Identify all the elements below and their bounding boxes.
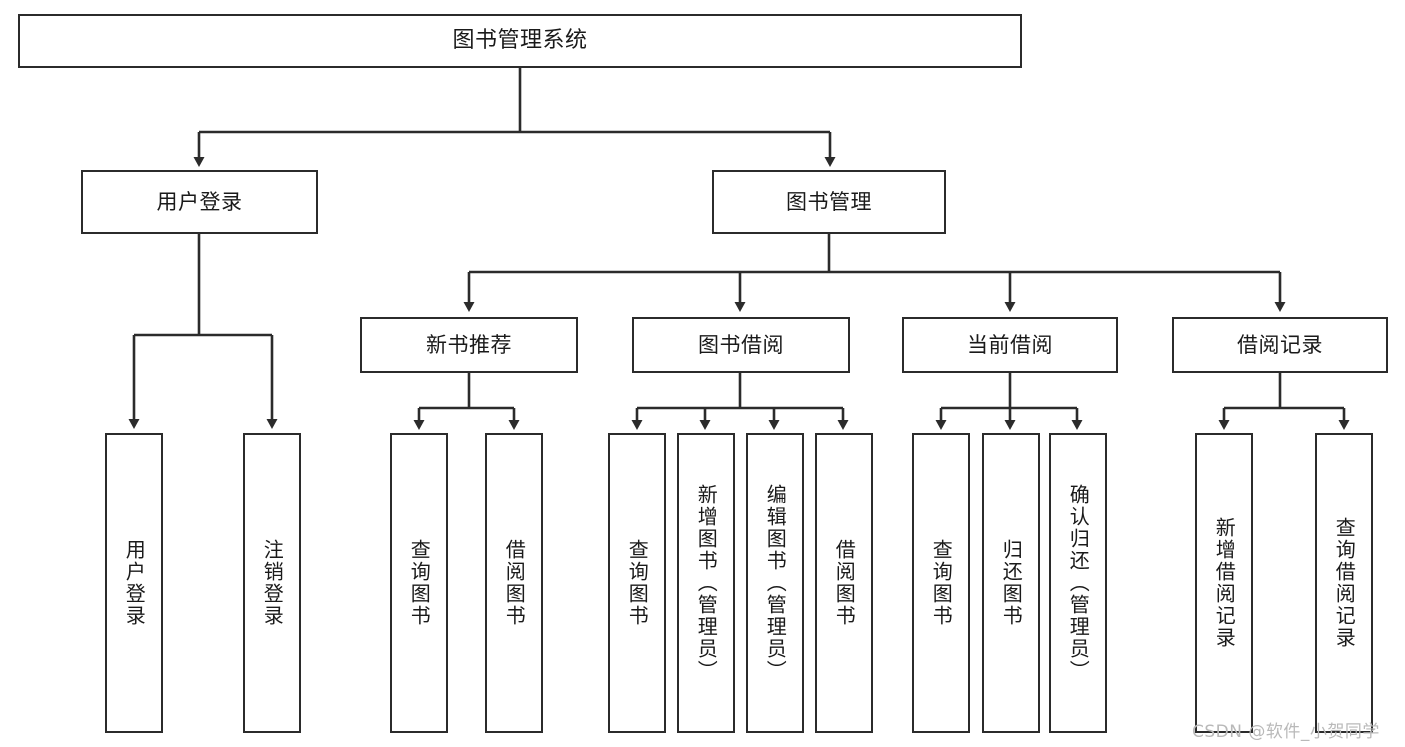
node-leaf-borrow-book-2[interactable]: 借阅图书 [815,433,873,733]
node-leaf-borrow-book-2-label: 借阅图书 [832,539,857,627]
node-leaf-return-book[interactable]: 归还图书 [982,433,1040,733]
node-leaf-user-login[interactable]: 用户登录 [105,433,163,733]
node-leaf-query-book-3[interactable]: 查询图书 [912,433,970,733]
node-leaf-query-book-2-label: 查询图书 [625,539,650,627]
node-leaf-confirm-return-label: 确认归还（管理员） [1066,484,1091,682]
watermark: CSDN @软件_小贺同学 [1192,722,1380,742]
node-book-manage[interactable]: 图书管理 [712,170,946,234]
node-leaf-borrow-book-1-label: 借阅图书 [502,539,527,627]
node-leaf-logout[interactable]: 注销登录 [243,433,301,733]
node-current-borrow[interactable]: 当前借阅 [902,317,1118,373]
node-root-label: 图书管理系统 [452,28,588,54]
node-leaf-confirm-return[interactable]: 确认归还（管理员） [1049,433,1107,733]
node-leaf-query-book-1[interactable]: 查询图书 [390,433,448,733]
node-leaf-query-book-2[interactable]: 查询图书 [608,433,666,733]
node-root[interactable]: 图书管理系统 [18,14,1022,68]
node-leaf-borrow-book-1[interactable]: 借阅图书 [485,433,543,733]
node-new-book-rec-label: 新书推荐 [426,332,512,357]
node-book-borrow-label: 图书借阅 [698,332,784,357]
node-leaf-return-book-label: 归还图书 [999,539,1024,627]
node-book-borrow[interactable]: 图书借阅 [632,317,850,373]
node-book-manage-label: 图书管理 [786,189,872,214]
node-borrow-record-label: 借阅记录 [1237,332,1323,357]
node-leaf-user-login-label: 用户登录 [122,539,147,627]
node-leaf-add-record[interactable]: 新增借阅记录 [1195,433,1253,733]
node-leaf-edit-book-label: 编辑图书（管理员） [763,484,788,682]
node-borrow-record[interactable]: 借阅记录 [1172,317,1388,373]
node-leaf-query-book-3-label: 查询图书 [929,539,954,627]
node-user-login-label: 用户登录 [156,189,243,214]
node-leaf-add-book[interactable]: 新增图书（管理员） [677,433,735,733]
node-user-login[interactable]: 用户登录 [81,170,318,234]
node-leaf-logout-label: 注销登录 [260,539,285,627]
node-leaf-add-record-label: 新增借阅记录 [1212,517,1237,649]
node-current-borrow-label: 当前借阅 [967,332,1053,357]
node-leaf-query-record-label: 查询借阅记录 [1332,517,1357,649]
node-leaf-edit-book[interactable]: 编辑图书（管理员） [746,433,804,733]
node-new-book-rec[interactable]: 新书推荐 [360,317,578,373]
node-leaf-add-book-label: 新增图书（管理员） [694,484,719,682]
node-leaf-query-book-1-label: 查询图书 [407,539,432,627]
node-leaf-query-record[interactable]: 查询借阅记录 [1315,433,1373,733]
